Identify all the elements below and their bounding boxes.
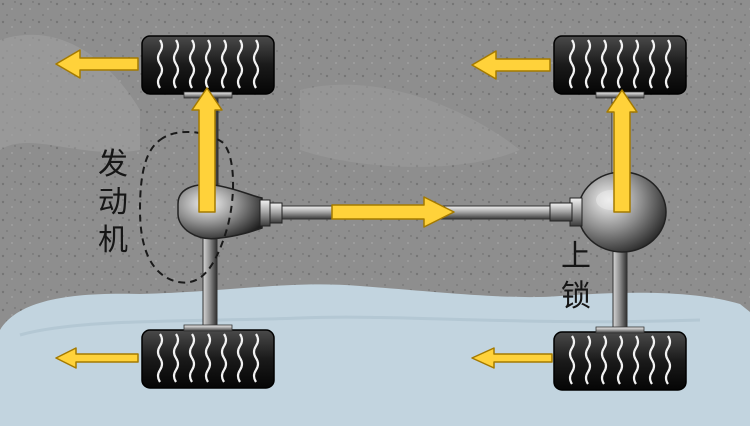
engine-label-char: 发 (98, 147, 128, 182)
engine-outline (138, 130, 234, 284)
power-arrow-icon (331, 196, 455, 228)
tire-icon (553, 326, 687, 391)
light-road-patch (0, 34, 140, 153)
engine-label-char: 动 (98, 185, 128, 220)
rear-axle-shaft (612, 239, 628, 335)
front-axle-shaft (202, 231, 218, 333)
power-arrow-icon (606, 89, 638, 213)
power-arrow-icon (191, 87, 223, 213)
tire-icon (141, 35, 275, 99)
water-shading (19, 315, 701, 337)
engine-label-char: 机 (98, 223, 128, 258)
power-arrow-icon (55, 49, 139, 79)
tire-icon (141, 324, 275, 389)
engine-label: 发 动 机 (98, 150, 138, 264)
power-arrow-icon (55, 347, 139, 369)
tire-icon (553, 35, 687, 99)
lock-label-char: 上 (561, 239, 591, 274)
light-road-patch (300, 84, 520, 167)
power-arrow-icon (471, 50, 551, 80)
lock-label-char: 锁 (561, 279, 591, 314)
power-arrow-icon (471, 347, 553, 369)
lock-label: 上 锁 (561, 242, 601, 322)
